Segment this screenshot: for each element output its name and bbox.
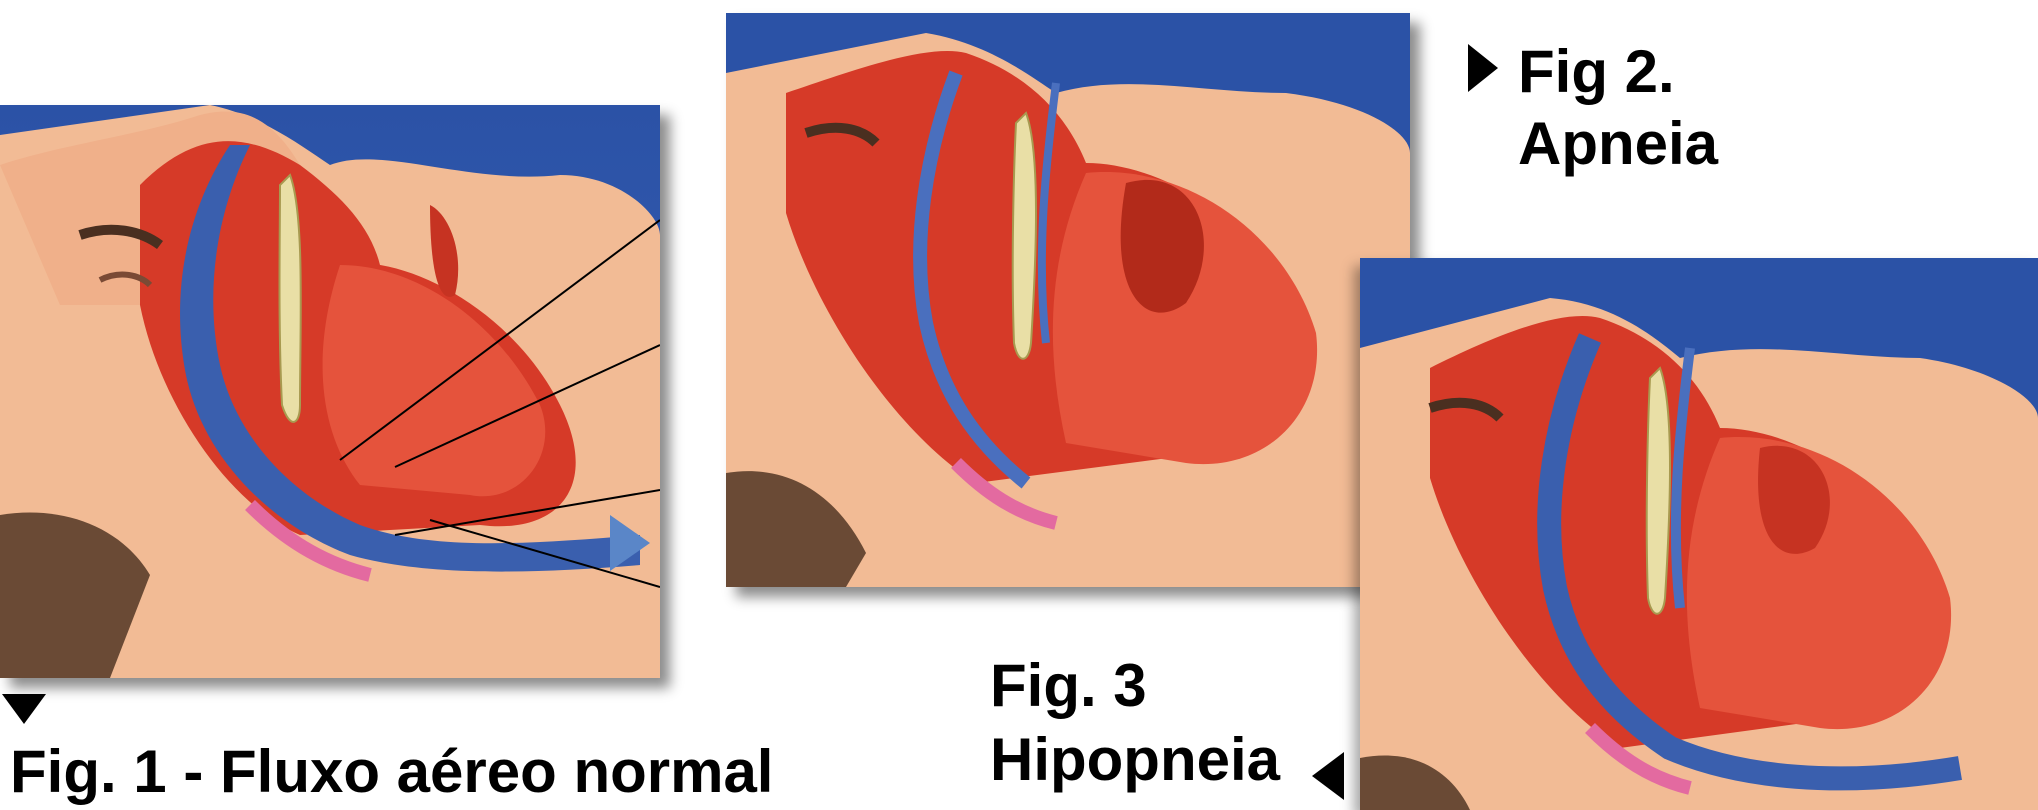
figure-1-caption: Fig. 1 - Fluxo aéreo normal [10,742,773,802]
figure-2-apnea-illustration [726,13,1410,587]
airway-cross-section-narrowed [1360,258,2038,810]
figure-2-caption-line-2: Apneia [1518,110,1718,177]
figure-2-caption-line-1: Fig 2. [1518,38,1675,105]
airway-cross-section-blocked [726,13,1410,587]
left-arrow-icon [1312,752,1344,800]
airway-cross-section-normal [0,105,660,678]
figure-1-normal-airflow-illustration [0,105,660,678]
figure-3-caption-line-1: Fig. 3 [990,652,1147,719]
down-arrow-icon [2,694,46,724]
figure-3-caption-line-2: Hipopneia [990,726,1280,793]
figure-3-hypopnea-illustration [1360,258,2038,810]
right-arrow-icon [1468,44,1498,92]
